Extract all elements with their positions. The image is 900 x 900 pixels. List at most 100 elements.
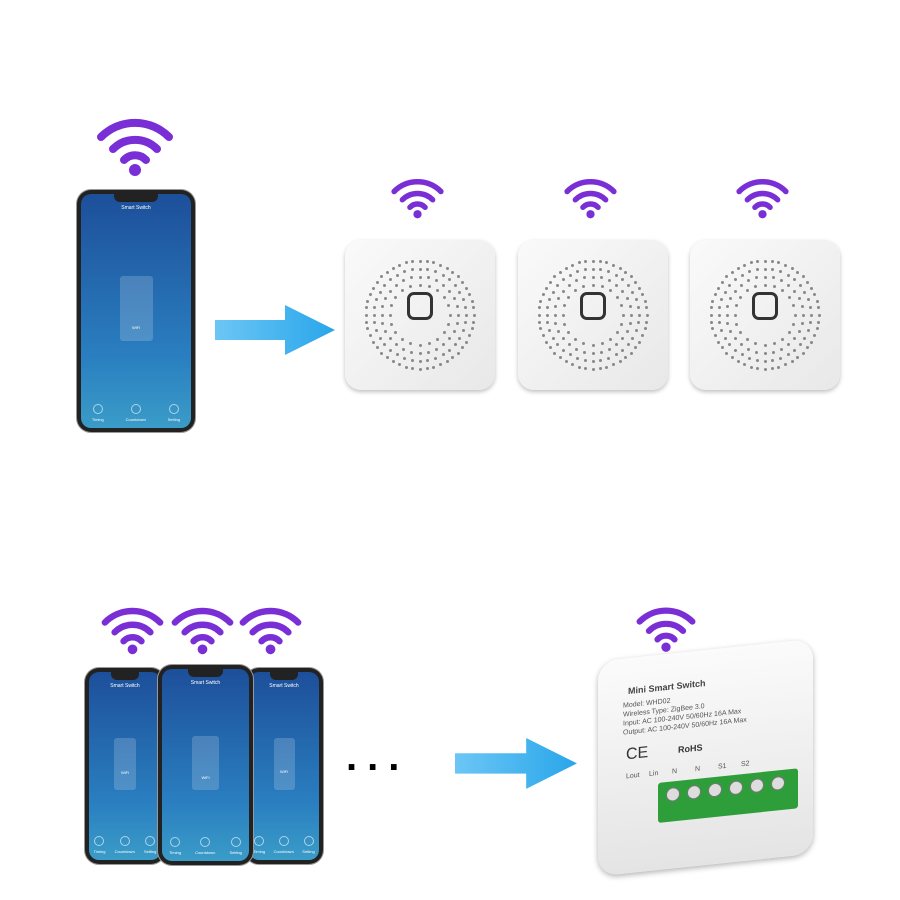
vent-hole (615, 295, 619, 299)
vent-hole (599, 358, 603, 362)
vent-hole (461, 297, 465, 301)
vent-hole (736, 266, 740, 270)
vent-hole (808, 305, 812, 309)
vent-hole (729, 329, 733, 333)
vent-hole (615, 331, 619, 335)
vent-hole (634, 280, 638, 284)
vent-hole (631, 336, 635, 340)
plug-icon (580, 292, 606, 320)
tab-timing[interactable]: Timing (253, 836, 265, 854)
vent-hole (425, 367, 429, 371)
vent-hole (800, 321, 804, 325)
vent-hole (779, 356, 783, 360)
vent-hole (418, 267, 422, 271)
vent-hole (404, 365, 408, 369)
vent-hole (793, 337, 797, 341)
vent-hole (798, 283, 802, 287)
tab-setting[interactable]: Setting (302, 836, 314, 854)
vent-hole (456, 351, 460, 355)
tab-countdown[interactable]: Countdown (274, 836, 294, 854)
terminal-block (658, 768, 798, 823)
vent-hole (409, 342, 413, 346)
vent-hole (800, 305, 804, 309)
tab-timing[interactable]: Timing (169, 837, 181, 855)
vent-hole (643, 327, 647, 331)
vent-hole (434, 356, 438, 360)
switch-card[interactable]: WiFi (114, 737, 136, 791)
vent-hole (448, 337, 452, 341)
vent-hole (402, 270, 406, 274)
vent-hole (801, 313, 805, 317)
plug-icon (752, 292, 778, 320)
vent-hole (442, 283, 446, 287)
vent-hole (400, 337, 404, 341)
vent-hole (720, 346, 724, 350)
vent-hole (426, 268, 430, 272)
vent-hole (456, 275, 460, 279)
vent-hole (779, 270, 783, 274)
vent-hole (629, 313, 633, 317)
tab-setting[interactable]: Setting (229, 837, 241, 855)
vent-hole (763, 283, 767, 287)
vent-hole (620, 322, 624, 326)
vent-hole (801, 275, 805, 279)
vent-hole (371, 286, 375, 290)
vent-hole (763, 343, 767, 347)
tab-countdown[interactable]: Countdown (195, 837, 215, 855)
vent-hole (434, 347, 438, 351)
vent-hole (709, 306, 713, 310)
vent-hole (716, 286, 720, 290)
tab-setting[interactable]: Setting (168, 404, 180, 422)
vent-hole (793, 289, 797, 293)
vent-hole (720, 297, 724, 301)
tab-countdown[interactable]: Countdown (115, 836, 135, 854)
vent-hole (375, 280, 379, 284)
vent-hole (445, 266, 449, 270)
vent-hole (621, 348, 625, 352)
vent-hole (384, 297, 388, 300)
vent-hole (383, 343, 387, 347)
vent-hole (562, 304, 566, 308)
vent-hole (643, 299, 647, 303)
tab-timing[interactable]: Timing (94, 836, 106, 854)
tab-timing[interactable]: Timing (92, 404, 104, 422)
tab-countdown[interactable]: Countdown (126, 404, 146, 422)
vent-hole (385, 356, 389, 360)
vent-hole (813, 334, 817, 338)
vent-hole (742, 363, 746, 367)
vent-hole (425, 259, 429, 263)
vent-hole (808, 321, 812, 325)
vent-hole (755, 350, 759, 354)
vent-hole (756, 367, 760, 371)
vent-hole (605, 365, 609, 369)
vent-hole (729, 297, 733, 300)
vent-hole (564, 266, 568, 270)
vent-hole (742, 263, 746, 267)
vent-hole (448, 348, 452, 352)
vent-hole (472, 306, 476, 310)
phone-notch (110, 672, 140, 680)
vent-hole (709, 313, 713, 317)
vent-hole (628, 305, 632, 309)
vent-hole (418, 351, 422, 355)
terminal-screw (708, 782, 722, 798)
vent-hole (404, 261, 408, 265)
tab-setting[interactable]: Setting (144, 836, 156, 854)
vent-hole (725, 351, 729, 355)
vent-hole (448, 278, 452, 282)
vent-hole (634, 329, 638, 333)
vent-hole (618, 266, 622, 270)
vent-hole (733, 278, 737, 282)
vent-hole (561, 289, 565, 293)
vent-hole (621, 278, 625, 282)
switch-card[interactable]: WiFi (192, 736, 219, 790)
phone-notch (188, 669, 223, 677)
vent-hole (548, 280, 552, 284)
vent-hole (612, 363, 616, 367)
vent-hole (394, 343, 398, 347)
switch-card[interactable]: WiFi (273, 737, 295, 791)
vent-hole (605, 261, 609, 265)
vent-hole (441, 353, 445, 357)
vent-hole (436, 289, 440, 293)
switch-card[interactable]: WiFi (119, 275, 153, 342)
